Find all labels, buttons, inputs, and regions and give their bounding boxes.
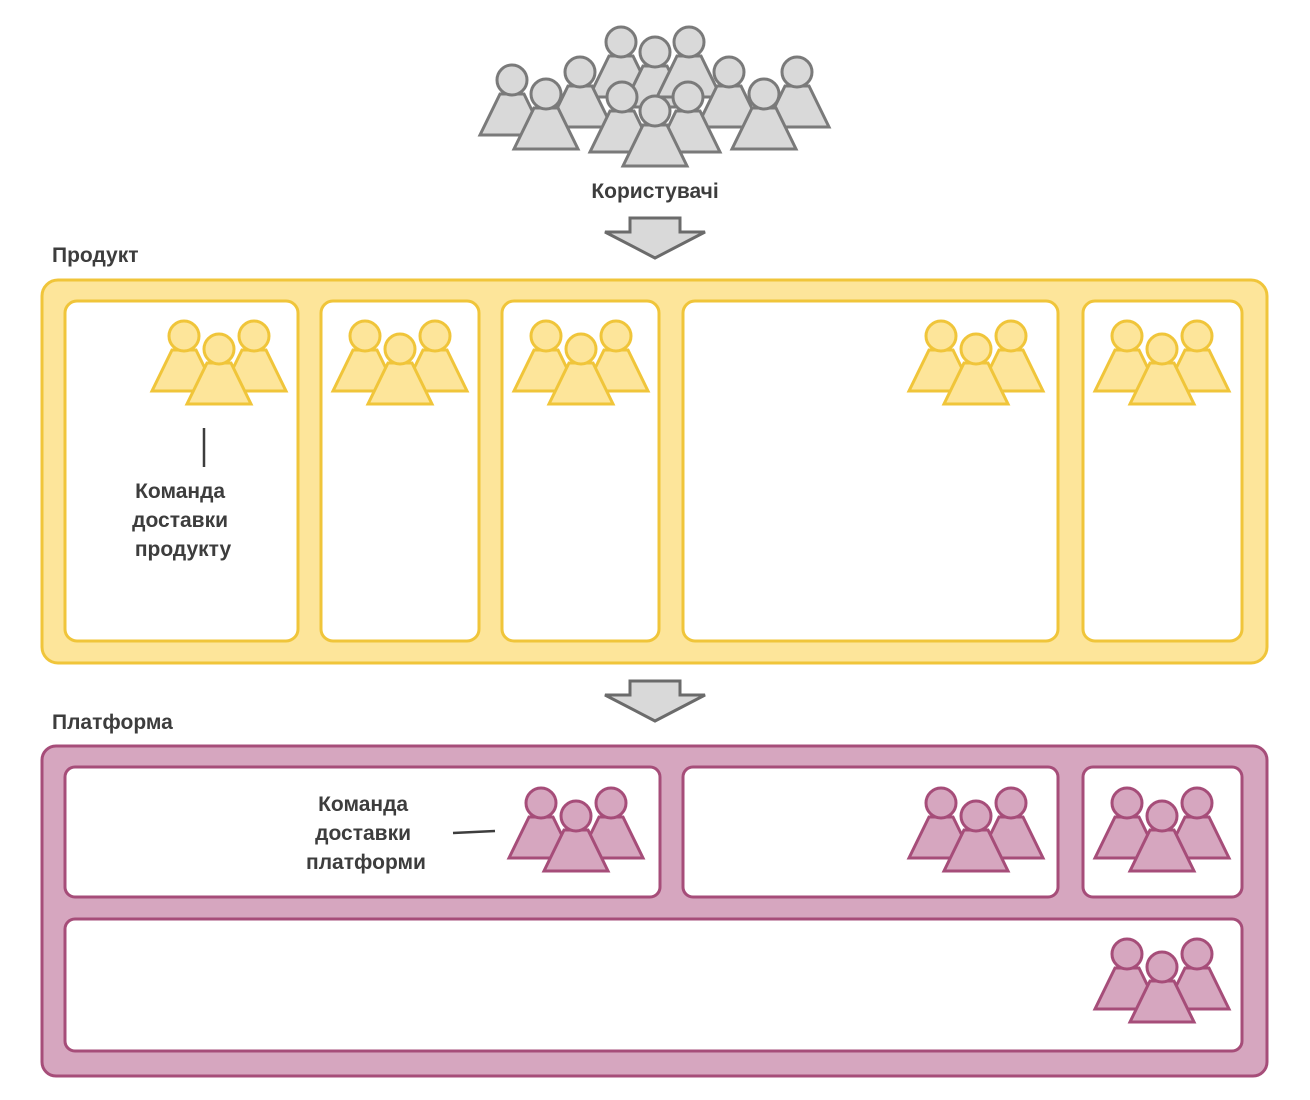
product-callout-line-2: доставки	[132, 509, 228, 532]
platform-callout-line	[452, 829, 496, 835]
team-icon	[152, 321, 286, 404]
product-callout-line-1: Команда	[135, 480, 225, 503]
team-icon	[509, 788, 643, 871]
product-team-box	[500, 299, 661, 643]
team-icon	[1095, 788, 1229, 871]
team-icon	[1095, 321, 1229, 404]
arrow-down-icon	[603, 679, 707, 723]
product-label: Продукт	[52, 244, 139, 267]
platform-team-box	[1081, 765, 1244, 899]
team-icon	[514, 321, 648, 404]
team-icon	[909, 788, 1043, 871]
users-label: Користувачі	[591, 180, 718, 203]
platform-callout-line-1: Команда	[318, 793, 408, 816]
product-layer	[40, 278, 1269, 665]
product-team-box	[319, 299, 481, 643]
platform-team-callout: Команда доставки платформи	[306, 793, 426, 874]
arrow-down-icon	[603, 216, 707, 260]
team-icon	[909, 321, 1043, 404]
team-icon	[333, 321, 467, 404]
platform-callout-line-2: доставки	[315, 822, 411, 845]
product-team-box	[681, 299, 1060, 643]
platform-callout-line-3: платформи	[306, 851, 426, 874]
product-team-box	[63, 299, 300, 643]
product-team-callout: Команда доставки продукту	[132, 480, 234, 561]
platform-team-box	[681, 765, 1060, 899]
platform-layer	[40, 744, 1269, 1078]
product-callout-line-3: продукту	[135, 538, 232, 561]
platform-team-box	[63, 917, 1244, 1053]
user-crowd-icon	[478, 25, 831, 168]
platform-team-box	[63, 765, 662, 899]
team-icon	[1095, 939, 1229, 1022]
platform-label: Платформа	[52, 711, 173, 734]
product-team-box	[1081, 299, 1244, 643]
